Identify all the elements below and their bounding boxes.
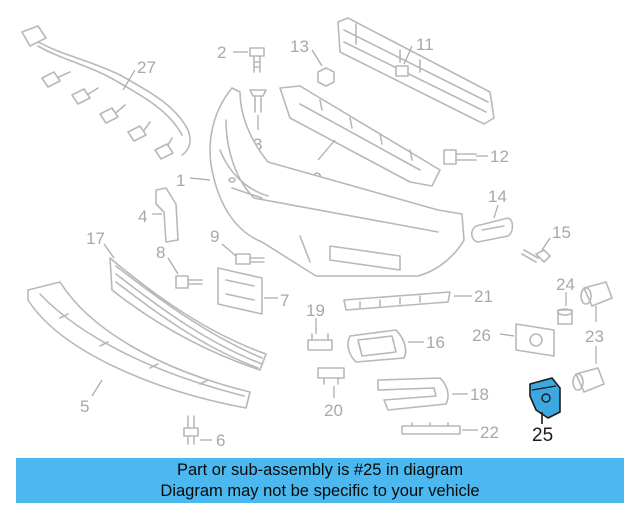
part-15-bolt	[521, 249, 551, 263]
part-20-clip	[317, 367, 345, 385]
callout-14: 14	[488, 187, 507, 206]
part-4-bracket	[155, 187, 179, 243]
callout-26: 26	[472, 326, 491, 345]
callout-23: 23	[585, 327, 604, 346]
part-11-reinforcement	[337, 17, 495, 125]
callout-22: 22	[480, 423, 499, 442]
part-23-park-sensor	[572, 281, 613, 393]
part-27-wiring-harness	[21, 25, 191, 160]
callout-16: 16	[426, 333, 445, 352]
callout-11: 11	[416, 35, 434, 54]
part-6-bolt	[183, 415, 199, 445]
callout-27: 27	[137, 58, 156, 77]
parts-diagram: 27 2 3 13 11 10 12 1	[21, 17, 613, 450]
part-7-license-bracket	[217, 267, 263, 315]
part-2-bolt	[249, 47, 265, 73]
part-8-bolt	[175, 275, 203, 289]
part-12-bolt	[443, 149, 477, 165]
part-9-screw	[235, 253, 265, 265]
callout-2: 2	[217, 43, 226, 62]
part-26-sensor-bracket	[515, 323, 555, 357]
banner-line-2: Diagram may not be specific to your vehi…	[160, 482, 480, 500]
callout-21: 21	[474, 287, 493, 306]
part-25-highlighted-bracket	[529, 377, 561, 419]
part-14-cap	[470, 217, 514, 243]
part-3-clip	[249, 89, 267, 113]
callout-9: 9	[210, 227, 219, 246]
callout-4: 4	[138, 207, 147, 226]
callout-8: 8	[156, 243, 165, 262]
callout-1: 1	[176, 171, 185, 190]
callout-5: 5	[80, 397, 89, 416]
part-21-trim-strip	[343, 291, 451, 311]
callout-15: 15	[552, 223, 571, 242]
part-17-grille	[109, 257, 267, 371]
callout-19: 19	[306, 301, 325, 320]
callout-25: 25	[532, 425, 553, 446]
callout-13: 13	[290, 37, 309, 56]
callout-6: 6	[216, 431, 225, 450]
part-24-grommet	[557, 308, 573, 325]
callout-7: 7	[280, 291, 289, 310]
part-13-nut	[317, 67, 335, 87]
part-1-bumper-cover	[209, 87, 465, 277]
part-19-clip	[307, 333, 333, 351]
part-22-lower-strip	[401, 422, 461, 435]
callout-3: 3	[253, 135, 262, 154]
callout-18: 18	[470, 385, 489, 404]
part-18-trim	[377, 377, 449, 411]
banner-line-1: Part or sub-assembly is #25 in diagram	[176, 461, 464, 479]
part-5-lower-deflector	[27, 281, 251, 409]
callout-12: 12	[490, 147, 509, 166]
part-10-absorber	[279, 85, 441, 187]
info-banner: Part or sub-assembly is #25 in diagram D…	[16, 458, 624, 503]
callout-20: 20	[324, 401, 343, 420]
callout-24: 24	[556, 275, 575, 294]
part-16-bezel	[347, 329, 407, 363]
callout-17: 17	[86, 229, 105, 248]
